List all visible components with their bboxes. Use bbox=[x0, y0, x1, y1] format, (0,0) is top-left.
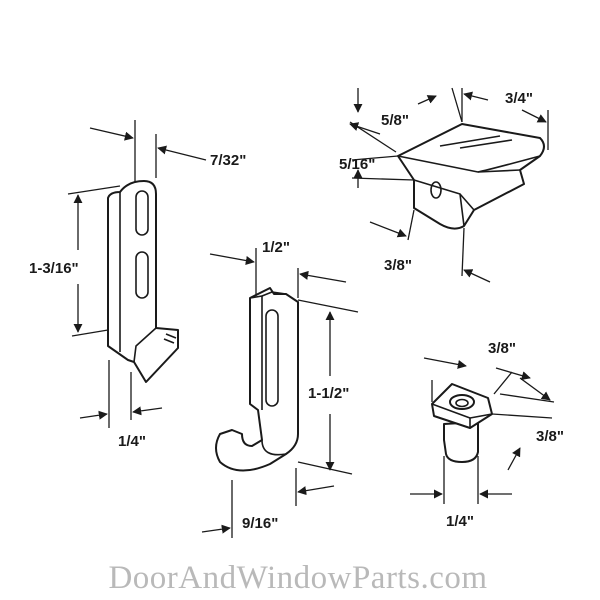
slide-base-dimension: 3/8" bbox=[369, 209, 491, 283]
clip-width-dimension: 7/32" bbox=[89, 120, 246, 182]
hook-height-dimension: 1-1/2" bbox=[297, 299, 359, 475]
stud-diameter-dimension: 1/4" bbox=[410, 456, 512, 530]
stud-depth-label: 3/8" bbox=[536, 428, 564, 445]
hook-width-label: 1/2" bbox=[262, 239, 290, 256]
stud-width-label: 3/8" bbox=[488, 340, 516, 357]
watermark-text: DoorAndWindowParts.com bbox=[108, 560, 487, 596]
clip-base-dimension: 1/4" bbox=[79, 360, 163, 450]
clip-height-dimension: 1-3/16" bbox=[29, 185, 121, 337]
slide-height-label: 5/16" bbox=[339, 156, 375, 173]
slotted-clip-part bbox=[107, 180, 179, 383]
hook-width-dimension: 1/2" bbox=[209, 239, 347, 298]
slide-base-label: 3/8" bbox=[384, 257, 412, 274]
j-hook-part bbox=[215, 287, 299, 472]
clip-base-label: 1/4" bbox=[118, 433, 146, 450]
stud-depth-dimension: 3/8" bbox=[491, 377, 564, 471]
hook-depth-dimension: 9/16" bbox=[201, 468, 335, 538]
hook-height-label: 1-1/2" bbox=[308, 385, 349, 402]
stud-part bbox=[431, 383, 493, 463]
slide-width-label: 5/8" bbox=[381, 112, 409, 129]
clip-height-label: 1-3/16" bbox=[29, 260, 79, 277]
clip-width-label: 7/32" bbox=[210, 152, 246, 169]
hook-depth-label: 9/16" bbox=[242, 515, 278, 532]
slide-length-label: 3/4" bbox=[505, 90, 533, 107]
stud-width-dimension: 3/8" bbox=[423, 340, 531, 402]
slide-height-dimension: 5/16" bbox=[339, 88, 415, 188]
slide-length-dimension: 3/4" bbox=[461, 88, 549, 150]
slide-guide-part bbox=[397, 123, 545, 230]
slide-width-dimension: 5/8" bbox=[349, 87, 463, 153]
stud-diameter-label: 1/4" bbox=[446, 513, 474, 530]
